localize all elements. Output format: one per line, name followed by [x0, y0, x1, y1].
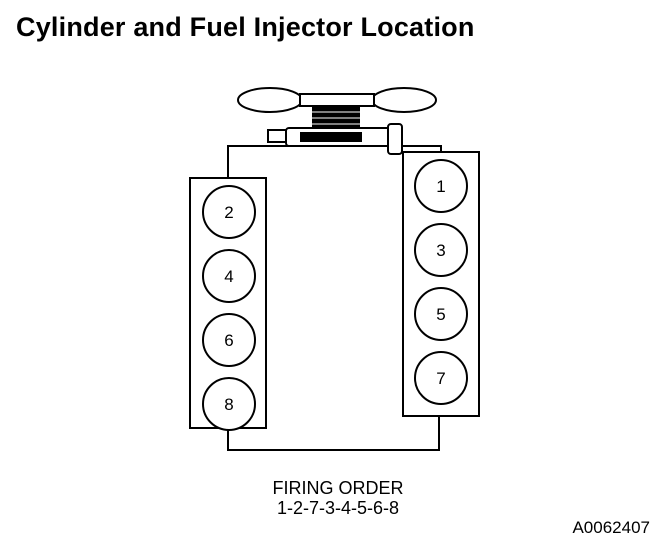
firing-order-sequence: 1-2-7-3-4-5-6-8 [276, 498, 400, 518]
wiring-harness [227, 145, 305, 178]
cylinder-number: 6 [224, 331, 233, 350]
cylinder-number: 3 [436, 241, 445, 260]
cylinder-4: 4 [202, 249, 256, 303]
wiring-harness-right [398, 145, 442, 152]
wiring-harness-bottom [227, 416, 440, 451]
throttle-body-icon [237, 87, 437, 155]
cylinder-1: 1 [414, 159, 468, 213]
diagram-title: Cylinder and Fuel Injector Location [16, 12, 475, 42]
cylinder-number: 2 [224, 203, 233, 222]
cylinder-number: 7 [436, 369, 445, 388]
figure-code: A0062407 [572, 518, 650, 537]
cylinder-7: 7 [414, 351, 468, 405]
cylinder-number: 8 [224, 395, 233, 414]
cylinder-number: 1 [436, 177, 445, 196]
cylinder-number: 4 [224, 267, 233, 286]
cylinder-number: 5 [436, 305, 445, 324]
cylinder-3: 3 [414, 223, 468, 277]
cylinder-5: 5 [414, 287, 468, 341]
cylinder-6: 6 [202, 313, 256, 367]
cylinder-8: 8 [202, 377, 256, 431]
cylinder-2: 2 [202, 185, 256, 239]
firing-order-heading: FIRING ORDER [272, 478, 404, 498]
